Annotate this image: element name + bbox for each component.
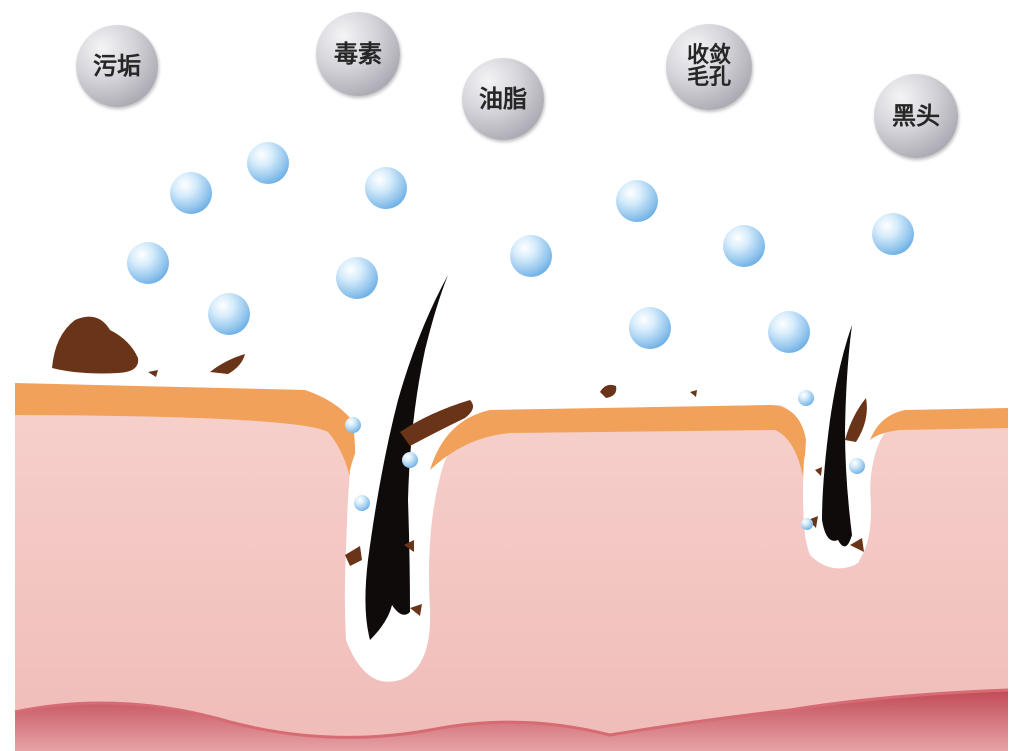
bubble [723,225,765,267]
bubble [768,311,810,353]
dirt-speck [600,385,616,398]
dirt-clump-large [52,317,138,374]
dirt-flake [210,354,245,374]
bubble [247,142,289,184]
label-blackheads-text: 黑头 [892,104,940,128]
label-shrink-pores: 收敛 毛孔 [666,24,752,110]
label-shrink-pores-line2: 毛孔 [687,67,731,89]
bubble [872,213,914,255]
dirt-flake-2 [148,370,158,377]
bubble [629,307,671,349]
bubble [510,235,552,277]
bubble-small [354,495,370,511]
label-oil-text: 油脂 [479,87,527,111]
bubble-small [345,417,361,433]
bubble-small [402,452,418,468]
bubble [170,172,212,214]
bubble [365,167,407,209]
bubble-small [798,390,814,406]
label-dirt: 污垢 [76,25,158,107]
bubble [127,242,169,284]
bubble [336,257,378,299]
bubble-small [801,518,813,530]
label-blackheads: 黑头 [874,74,958,158]
bubble [616,180,658,222]
label-toxins-text: 毒素 [334,42,382,66]
label-shrink-pores-line1: 收敛 [687,45,731,67]
dirt-speck-2 [690,390,697,397]
label-oil: 油脂 [462,58,544,140]
bubble-small [849,458,865,474]
bubble [208,293,250,335]
label-dirt-text: 污垢 [93,54,141,78]
label-toxins: 毒素 [316,12,400,96]
